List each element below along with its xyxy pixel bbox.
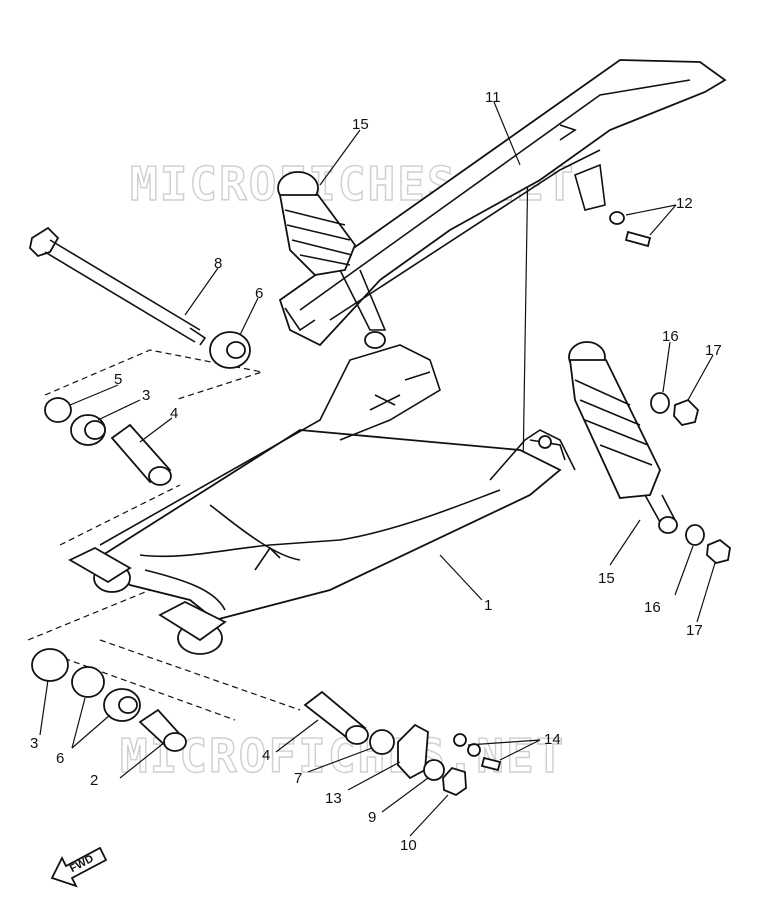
callout-1: 1 bbox=[484, 597, 492, 614]
callout-15-top: 15 bbox=[352, 116, 369, 133]
watermark-bottom: MICROFICHES.NET bbox=[120, 729, 565, 783]
callout-11: 11 bbox=[485, 89, 501, 106]
swing-arm bbox=[68, 344, 576, 655]
chain-case bbox=[278, 59, 727, 347]
callout-5: 5 bbox=[114, 371, 122, 388]
callout-6-top: 6 bbox=[255, 285, 263, 302]
callout-8: 8 bbox=[214, 255, 222, 272]
callout-16-bottom: 16 bbox=[644, 599, 661, 616]
callout-3-top: 3 bbox=[142, 387, 150, 404]
callout-3-bottom: 3 bbox=[30, 735, 38, 752]
callout-2: 2 bbox=[90, 772, 98, 789]
pivot-shaft bbox=[29, 226, 207, 346]
shock-absorber-left bbox=[277, 171, 387, 349]
callout-6-bottom: 6 bbox=[56, 750, 64, 767]
callout-7: 7 bbox=[294, 770, 302, 787]
callout-16-top: 16 bbox=[662, 328, 679, 345]
shock-absorber-right bbox=[568, 341, 678, 534]
callout-17-bottom: 17 bbox=[686, 622, 703, 639]
callouts: 1 2 3 3 4 4 5 6 6 7 8 9 10 11 12 13 14 1… bbox=[30, 89, 722, 854]
callout-15-bottom: 15 bbox=[598, 570, 615, 587]
callout-9: 9 bbox=[368, 809, 376, 826]
leader-lines bbox=[39, 101, 716, 837]
forward-arrow-icon: FWD bbox=[50, 846, 108, 888]
callout-13: 13 bbox=[325, 790, 342, 807]
callout-17-top: 17 bbox=[705, 342, 722, 359]
dashed-guides bbox=[27, 159, 529, 721]
callout-10: 10 bbox=[400, 837, 417, 854]
callout-14: 14 bbox=[544, 731, 561, 748]
small-parts bbox=[31, 211, 731, 797]
callout-4-top: 4 bbox=[170, 405, 178, 422]
callout-12: 12 bbox=[676, 195, 693, 212]
callout-4-bottom: 4 bbox=[262, 747, 270, 764]
